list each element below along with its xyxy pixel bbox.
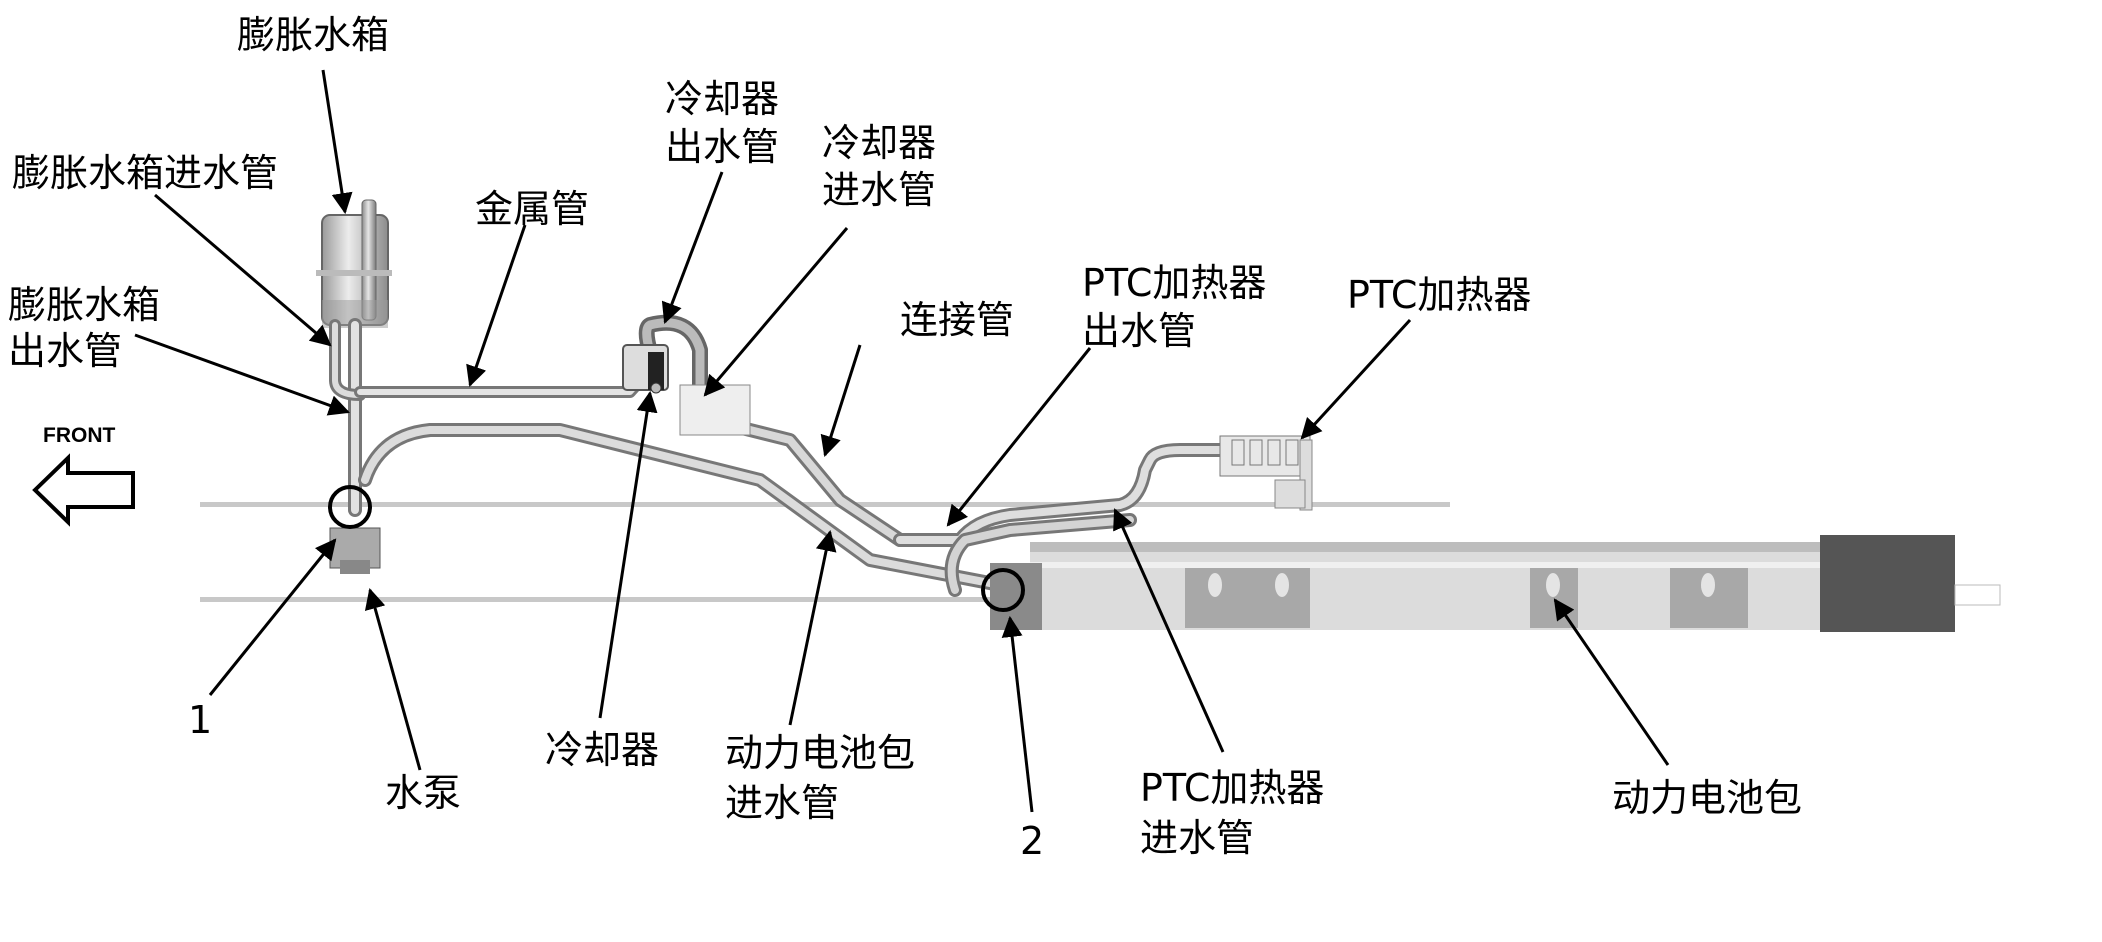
leader-ptc-outlet bbox=[946, 347, 1092, 527]
label-ptc-inlet-1: PTC加热器 bbox=[1140, 766, 1325, 810]
label-metal-pipe: 金属管 bbox=[475, 187, 590, 231]
leader-chiller-outlet bbox=[661, 171, 724, 324]
ptc-heater bbox=[1219, 435, 1313, 511]
leader-callout-1 bbox=[208, 538, 337, 696]
leader-ptc-heater bbox=[1300, 318, 1412, 440]
leader-arrows bbox=[134, 69, 1670, 813]
front-arrow-icon bbox=[32, 453, 135, 527]
label-ptc-outlet-1: PTC加热器 bbox=[1082, 261, 1267, 305]
callout-circle-1 bbox=[328, 485, 372, 529]
frame-rails bbox=[200, 502, 1450, 602]
leader-battery-pack bbox=[1553, 598, 1670, 766]
leader-battery-inlet bbox=[788, 529, 837, 726]
leader-connecting-pipe bbox=[820, 344, 862, 458]
leader-expansion-tank-inlet bbox=[154, 193, 332, 347]
leader-ptc-inlet bbox=[1113, 508, 1225, 753]
battery-pack bbox=[990, 535, 2001, 632]
expansion-tank bbox=[316, 199, 392, 328]
label-ptc-outlet-2: 出水管 bbox=[1082, 309, 1197, 353]
label-battery-inlet-2: 进水管 bbox=[725, 781, 840, 825]
label-callout-1: 1 bbox=[188, 698, 213, 742]
leader-metal-pipe bbox=[466, 224, 527, 387]
label-connecting-pipe: 连接管 bbox=[900, 298, 1015, 342]
label-water-pump: 水泵 bbox=[385, 771, 462, 815]
label-chiller-outlet-2: 出水管 bbox=[665, 125, 780, 169]
label-battery-pack: 动力电池包 bbox=[1612, 776, 1803, 820]
coolant-pipes bbox=[329, 314, 1227, 597]
leader-expansion-tank bbox=[321, 69, 353, 215]
chiller bbox=[622, 344, 751, 436]
label-ptc-inlet-2: 进水管 bbox=[1140, 816, 1255, 860]
label-callout-2: 2 bbox=[1020, 819, 1045, 863]
water-pump bbox=[329, 527, 381, 574]
label-expansion-tank: 膨胀水箱 bbox=[237, 13, 390, 57]
leader-chiller-inlet bbox=[703, 227, 849, 397]
label-chiller-outlet-1: 冷却器 bbox=[665, 77, 780, 121]
leader-water-pump bbox=[364, 587, 422, 771]
label-ptc-heater: PTC加热器 bbox=[1347, 273, 1532, 317]
callout-circle-2 bbox=[981, 568, 1025, 612]
label-expansion-tank-inlet: 膨胀水箱进水管 bbox=[12, 151, 279, 195]
label-chiller: 冷却器 bbox=[545, 728, 660, 772]
label-expansion-tank-outlet-2: 出水管 bbox=[8, 329, 123, 373]
label-battery-inlet-1: 动力电池包 bbox=[725, 731, 916, 775]
label-expansion-tank-outlet-1: 膨胀水箱 bbox=[8, 283, 161, 327]
leader-callout-2 bbox=[1001, 615, 1034, 813]
label-chiller-inlet-1: 冷却器 bbox=[822, 121, 937, 165]
front-label: FRONT bbox=[43, 424, 116, 447]
label-chiller-inlet-2: 进水管 bbox=[822, 168, 937, 212]
leader-chiller bbox=[598, 390, 658, 719]
leader-expansion-tank-outlet bbox=[134, 333, 350, 416]
